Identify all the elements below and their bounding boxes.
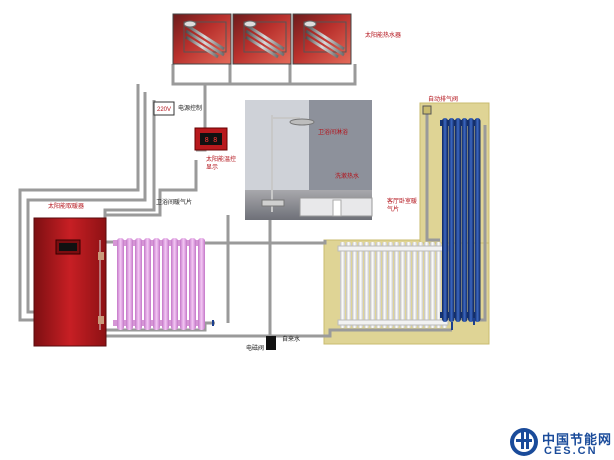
solar-heater-unit (33, 217, 107, 347)
shower-photo (245, 100, 373, 220)
radiator-fin (455, 118, 461, 322)
radiator-fin (126, 238, 133, 330)
solar-collector-panel (232, 13, 292, 65)
pipe-ctrl-down (105, 160, 198, 217)
radiator-fin (171, 238, 178, 330)
bath-radiator (113, 238, 205, 330)
radiator-fin (376, 242, 381, 328)
radiator-fin (117, 238, 124, 330)
radiator-fin (352, 242, 357, 328)
radiator-fin (153, 238, 160, 330)
radiator-fin (135, 238, 142, 330)
collector-pipe (171, 64, 357, 86)
radiator-fin (424, 242, 429, 328)
solar-collector-label: 太阳能热水器 (365, 32, 402, 39)
air-vent-label: 自动排气阀 (428, 96, 459, 103)
living-room-radiator (337, 242, 449, 328)
solar-collector-panel (292, 13, 352, 65)
solar-collector-panel (172, 13, 232, 65)
radiator-fin (189, 238, 196, 330)
solar-collectors (172, 13, 352, 65)
radiator-fin (162, 238, 169, 330)
pipe-main-bottom (105, 328, 452, 338)
radiator-fin (144, 238, 151, 330)
power-control-label: 电源控制 (178, 105, 203, 112)
radiator-fin (468, 118, 474, 322)
radiator-fin (442, 118, 448, 322)
radiator-fin (474, 118, 481, 322)
pipe-blue-top (425, 112, 440, 242)
power-supply-box: 220V (153, 101, 175, 116)
air-vent-valve (422, 105, 432, 115)
radiator-fin (382, 242, 387, 328)
shower-label: 卫浴间淋浴 (318, 129, 349, 136)
living-radiator-label: 客厅卧室暖气片 (387, 198, 418, 213)
tap-water-label: 自来水 (282, 336, 301, 343)
radiator-fin (180, 238, 187, 330)
solenoid-valve-label: 电磁阀 (246, 345, 265, 352)
temp-display-label: 太阳能温控显示 (206, 156, 237, 171)
radiator-fin (364, 242, 369, 328)
radiator-fin (412, 242, 417, 328)
riser-left (18, 84, 140, 322)
radiator-fin (436, 242, 441, 328)
hot-water-label: 洗漱热水 (335, 173, 360, 180)
radiator-fin (346, 242, 351, 328)
bath-radiator-label: 卫浴间暖气片 (156, 199, 193, 206)
radiator-fin (418, 242, 423, 328)
controller-display: 8 8 (205, 136, 218, 144)
radiator-fin (406, 242, 411, 328)
solar-heater-label: 太阳能取暖器 (48, 203, 85, 210)
radiator-fin (198, 238, 205, 330)
ces-logo (510, 428, 538, 456)
radiator-fin (400, 242, 405, 328)
radiator-fin (370, 242, 375, 328)
radiator-fin (340, 242, 345, 328)
radiator-fin (394, 242, 399, 328)
watermark-cn: 中国节能网 (542, 433, 613, 448)
radiator-fin (430, 242, 435, 328)
riser-left-2 (26, 92, 147, 314)
temperature-controller: 8 8 (194, 127, 228, 151)
watermark-en: CES.CN (544, 445, 598, 457)
vertical-radiator (440, 118, 481, 322)
radiator-fin (448, 118, 455, 322)
voltage-label: 220V (157, 107, 171, 113)
radiator-fin (388, 242, 393, 328)
radiator-fin (461, 118, 468, 322)
valve-markers (212, 318, 475, 330)
riser-inner (103, 100, 156, 240)
radiator-fin (358, 242, 363, 328)
pipe-main-top (205, 240, 327, 245)
solenoid-valve (266, 336, 276, 350)
